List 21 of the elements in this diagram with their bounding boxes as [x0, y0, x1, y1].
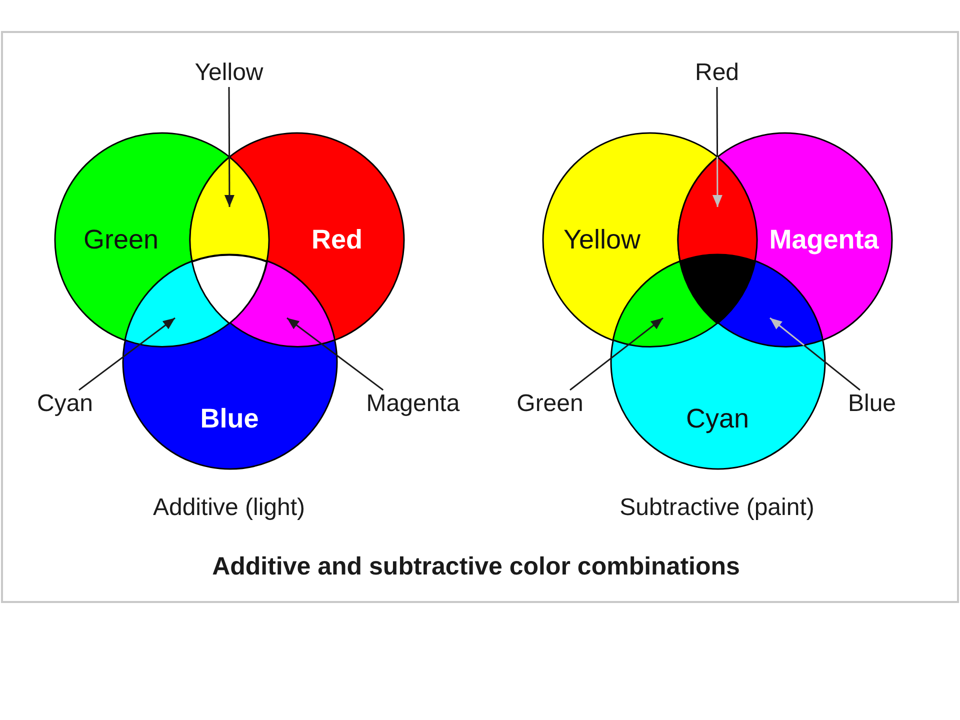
pointer-arrow	[286, 317, 384, 391]
circle-label: Magenta	[769, 226, 879, 254]
pointer-arrow	[770, 317, 860, 391]
callout-label: Blue	[848, 392, 896, 416]
callout-label: Red	[694, 61, 740, 85]
panel-caption: Additive (light)	[152, 496, 306, 520]
callout-label: Yellow	[194, 61, 264, 85]
figure-caption: Additive and subtractive color combinations	[212, 554, 740, 580]
panel-caption: Subtractive (paint)	[620, 496, 814, 520]
callout-label: Green	[516, 392, 584, 416]
callout-label: Magenta	[366, 392, 460, 416]
circle-label: Yellow	[563, 226, 641, 254]
callout-label: Cyan	[36, 392, 94, 416]
circle-label: Green	[83, 226, 159, 254]
circle-label: Blue	[200, 405, 259, 432]
circle-label: Cyan	[686, 405, 750, 432]
circle-label: Red	[312, 226, 362, 254]
pointer-arrow	[78, 317, 176, 391]
pointer-arrow	[224, 87, 234, 207]
pointer-arrow	[570, 317, 664, 391]
pointer-arrow	[712, 87, 722, 207]
